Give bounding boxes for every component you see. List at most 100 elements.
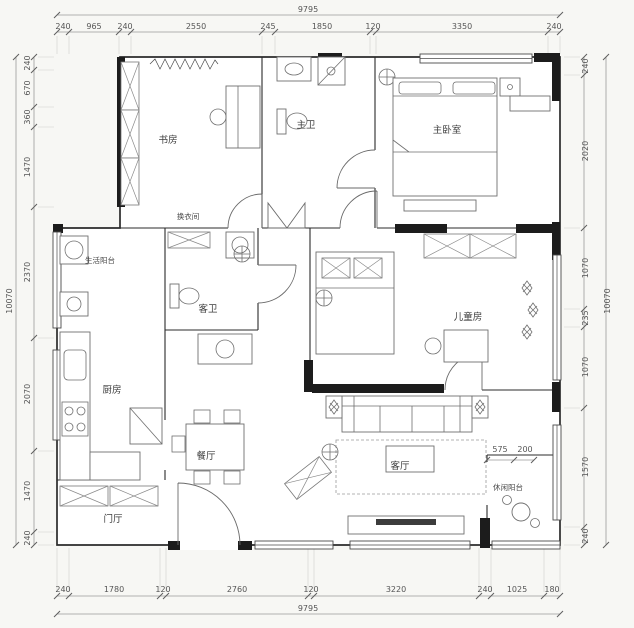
toilet-bowl bbox=[178, 287, 200, 305]
wavy-window-study bbox=[149, 58, 219, 70]
plant-icon bbox=[474, 399, 486, 415]
dim-label: 240 bbox=[23, 55, 32, 70]
dim-label: 575 bbox=[492, 445, 507, 454]
right-dimension-chain: 240 2020 1070 235 1070 1570 240 10070 bbox=[564, 53, 612, 549]
pillow bbox=[452, 81, 496, 95]
dim-label: 240 bbox=[117, 22, 132, 31]
chair bbox=[223, 470, 241, 485]
toilet-tank bbox=[169, 283, 180, 309]
vanity bbox=[276, 56, 312, 82]
dim-label: 1780 bbox=[104, 585, 124, 594]
room-label-dining: 餐厅 bbox=[196, 450, 216, 462]
dim-total-top: 9795 bbox=[298, 5, 318, 14]
room-label-living: 客厅 bbox=[390, 460, 410, 472]
entry-door-gap bbox=[180, 539, 238, 550]
dim-label: 2760 bbox=[227, 585, 247, 594]
dining-table bbox=[185, 423, 245, 471]
dim-label: 2020 bbox=[581, 141, 590, 161]
dim-label: 240 bbox=[23, 530, 32, 545]
kids-chair bbox=[424, 337, 442, 355]
window-leisure-balcony-bottom bbox=[491, 540, 561, 550]
inner-dimension: 575 200 bbox=[483, 445, 538, 464]
window-master-bedroom bbox=[419, 53, 533, 64]
dim-total-left: 10070 bbox=[5, 288, 14, 313]
room-label-leisure-balcony: 休闲阳台 bbox=[493, 482, 523, 492]
chair bbox=[193, 470, 211, 485]
pillow bbox=[321, 257, 351, 279]
kids-bed bbox=[315, 251, 395, 355]
room-label-utility-balcony: 生活阳台 bbox=[85, 255, 115, 265]
dim-label: 1850 bbox=[312, 22, 332, 31]
foyer-cabinets bbox=[59, 485, 159, 507]
basin bbox=[284, 62, 304, 76]
dim-label: 2370 bbox=[23, 262, 32, 282]
master-bath-door bbox=[336, 149, 376, 189]
kids-desk bbox=[443, 329, 489, 363]
pillow bbox=[398, 81, 442, 95]
dim-label: 670 bbox=[23, 80, 32, 95]
pillow bbox=[353, 257, 383, 279]
dim-label: 2070 bbox=[23, 384, 32, 404]
plant-icon bbox=[527, 302, 539, 318]
room-label-foyer: 门厅 bbox=[103, 513, 123, 525]
dim-label: 1070 bbox=[581, 258, 590, 278]
dim-label: 3220 bbox=[386, 585, 406, 594]
toilet-tank bbox=[276, 108, 287, 135]
plant-icon bbox=[328, 399, 340, 415]
kitchen-counter bbox=[59, 331, 91, 481]
dim-label: 120 bbox=[365, 22, 380, 31]
bed-bench bbox=[403, 199, 477, 212]
ceiling-lamp-icon bbox=[233, 245, 251, 263]
ceiling-lamp-icon bbox=[378, 68, 396, 86]
dim-label: 1570 bbox=[581, 457, 590, 477]
plant-icon bbox=[521, 324, 533, 340]
master-bedroom-door bbox=[339, 190, 378, 229]
tv bbox=[376, 519, 436, 525]
dim-label: 3350 bbox=[452, 22, 472, 31]
bottom-dimension-chain: 240 1780 120 2760 120 3220 240 1025 180 … bbox=[53, 548, 564, 618]
kitchen-sink bbox=[63, 349, 87, 381]
leisure-balcony-furniture bbox=[502, 495, 540, 528]
dresser bbox=[509, 95, 551, 112]
dim-label: 240 bbox=[581, 528, 590, 543]
master-bed bbox=[392, 77, 498, 197]
study-chair bbox=[209, 108, 227, 126]
vanity bbox=[197, 333, 253, 365]
top-dimension-chain: 240 965 240 2550 245 1850 120 3350 240 9… bbox=[53, 5, 564, 54]
dim-label: 120 bbox=[303, 585, 318, 594]
utility-balcony-fixtures bbox=[59, 235, 89, 317]
window-utility-balcony bbox=[52, 231, 62, 329]
entry-door bbox=[177, 482, 241, 546]
sofa bbox=[341, 395, 473, 433]
room-label-kitchen: 厨房 bbox=[102, 384, 121, 396]
kitchen-fixtures bbox=[59, 331, 163, 481]
kitchen-counter bbox=[89, 451, 141, 481]
ceiling-lamp-icon bbox=[315, 289, 333, 307]
window-kids-room bbox=[552, 254, 562, 381]
toilet-bowl bbox=[286, 112, 308, 130]
balcony-table bbox=[511, 502, 531, 522]
laundry-sink bbox=[59, 291, 89, 317]
dim-label: 200 bbox=[517, 445, 532, 454]
doors bbox=[177, 149, 483, 546]
dim-total-bottom: 9795 bbox=[298, 604, 318, 613]
washing-machine bbox=[59, 235, 89, 265]
balcony-chair bbox=[502, 495, 512, 505]
stove bbox=[61, 401, 89, 437]
basin bbox=[215, 339, 235, 359]
balcony-chair bbox=[530, 518, 540, 528]
dim-label: 235 bbox=[581, 310, 590, 325]
room-label-study: 书房 bbox=[158, 134, 177, 146]
dim-label: 965 bbox=[86, 22, 101, 31]
room-label-kids-room: 儿童房 bbox=[454, 311, 483, 323]
room-label-guest-bath: 客卫 bbox=[198, 303, 218, 315]
ceiling-lamp-icon bbox=[321, 443, 339, 461]
living-room-furniture bbox=[283, 395, 489, 535]
left-dimension-chain: 240 670 360 1470 2370 2070 1470 240 1007… bbox=[5, 53, 54, 549]
dim-label: 120 bbox=[155, 585, 170, 594]
room-label-closet: 换衣间 bbox=[177, 211, 200, 221]
dim-label: 1025 bbox=[507, 585, 527, 594]
room-label-master-bath: 主卫 bbox=[296, 119, 316, 131]
dining-furniture bbox=[171, 409, 245, 485]
